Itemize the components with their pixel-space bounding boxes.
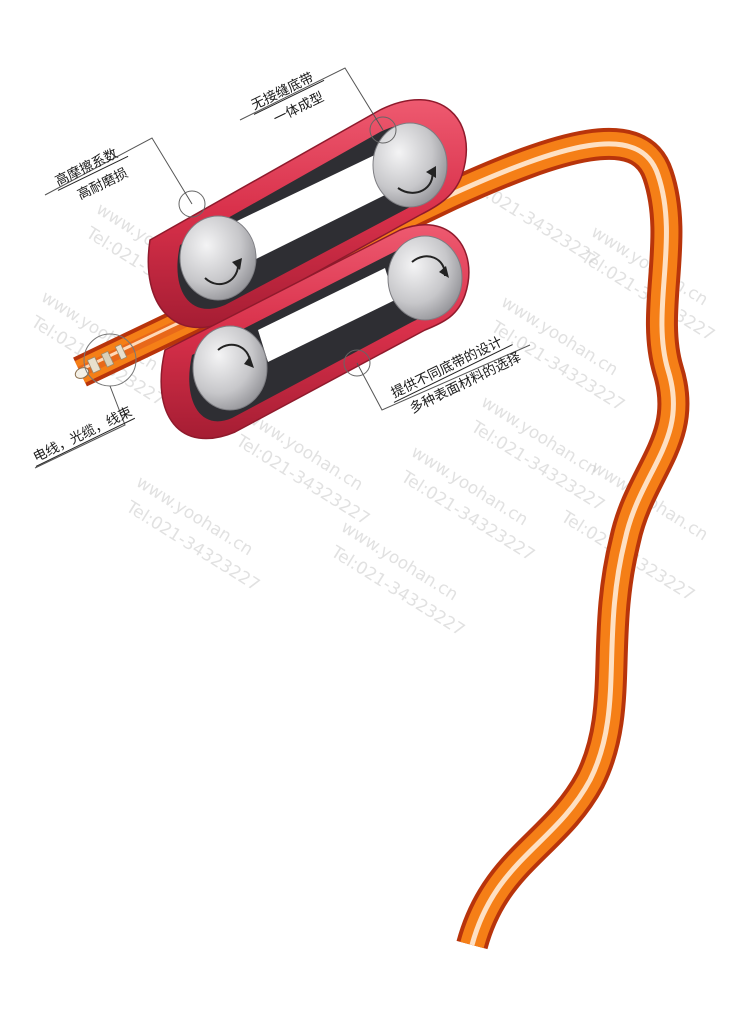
rotation-arrow-head-icon: [439, 266, 449, 278]
seamless-leader: [239, 67, 384, 131]
upper-belt-gap: [235, 150, 395, 262]
lower-right-roller: [387, 235, 463, 321]
upper-belt-assembly: [147, 99, 468, 329]
products-underline: [35, 417, 136, 467]
products-label: 电线，光缆，线束: [31, 404, 136, 466]
cable-band: [86, 356, 102, 374]
options-leader: [356, 344, 531, 411]
cable-band: [114, 343, 128, 361]
cable-end-cap: [74, 367, 90, 379]
leader-lines: [34, 67, 531, 469]
cable-highlight: [78, 141, 676, 946]
options-underline: [393, 344, 513, 403]
upper-left-roller: [179, 215, 257, 301]
friction-underline: [57, 155, 129, 191]
rotation-arrow-head-icon: [232, 258, 242, 270]
seamless-underline: [253, 79, 325, 115]
rotation-arrow-head-icon: [244, 356, 254, 368]
lower-belt-gap: [258, 268, 395, 362]
cable-band: [100, 350, 115, 368]
friction-callout-circle: [178, 190, 206, 218]
upper-right-roller: [372, 122, 448, 208]
lower-belt-assembly: [160, 224, 470, 440]
lower-left-roller: [192, 325, 268, 411]
seamless-callout-circle: [369, 116, 397, 144]
products-leader: [34, 385, 126, 469]
rotation-arrow-head-icon: [426, 166, 436, 178]
options-callout-circle: [343, 349, 371, 377]
label-products: 电线，光缆，线束: [31, 404, 136, 467]
cable: [73, 127, 690, 950]
label-seamless: 无接缝底带 一体成型: [248, 69, 326, 128]
friction-leader: [44, 137, 193, 205]
label-friction: 高摩擦系数 高耐磨损: [52, 145, 131, 204]
